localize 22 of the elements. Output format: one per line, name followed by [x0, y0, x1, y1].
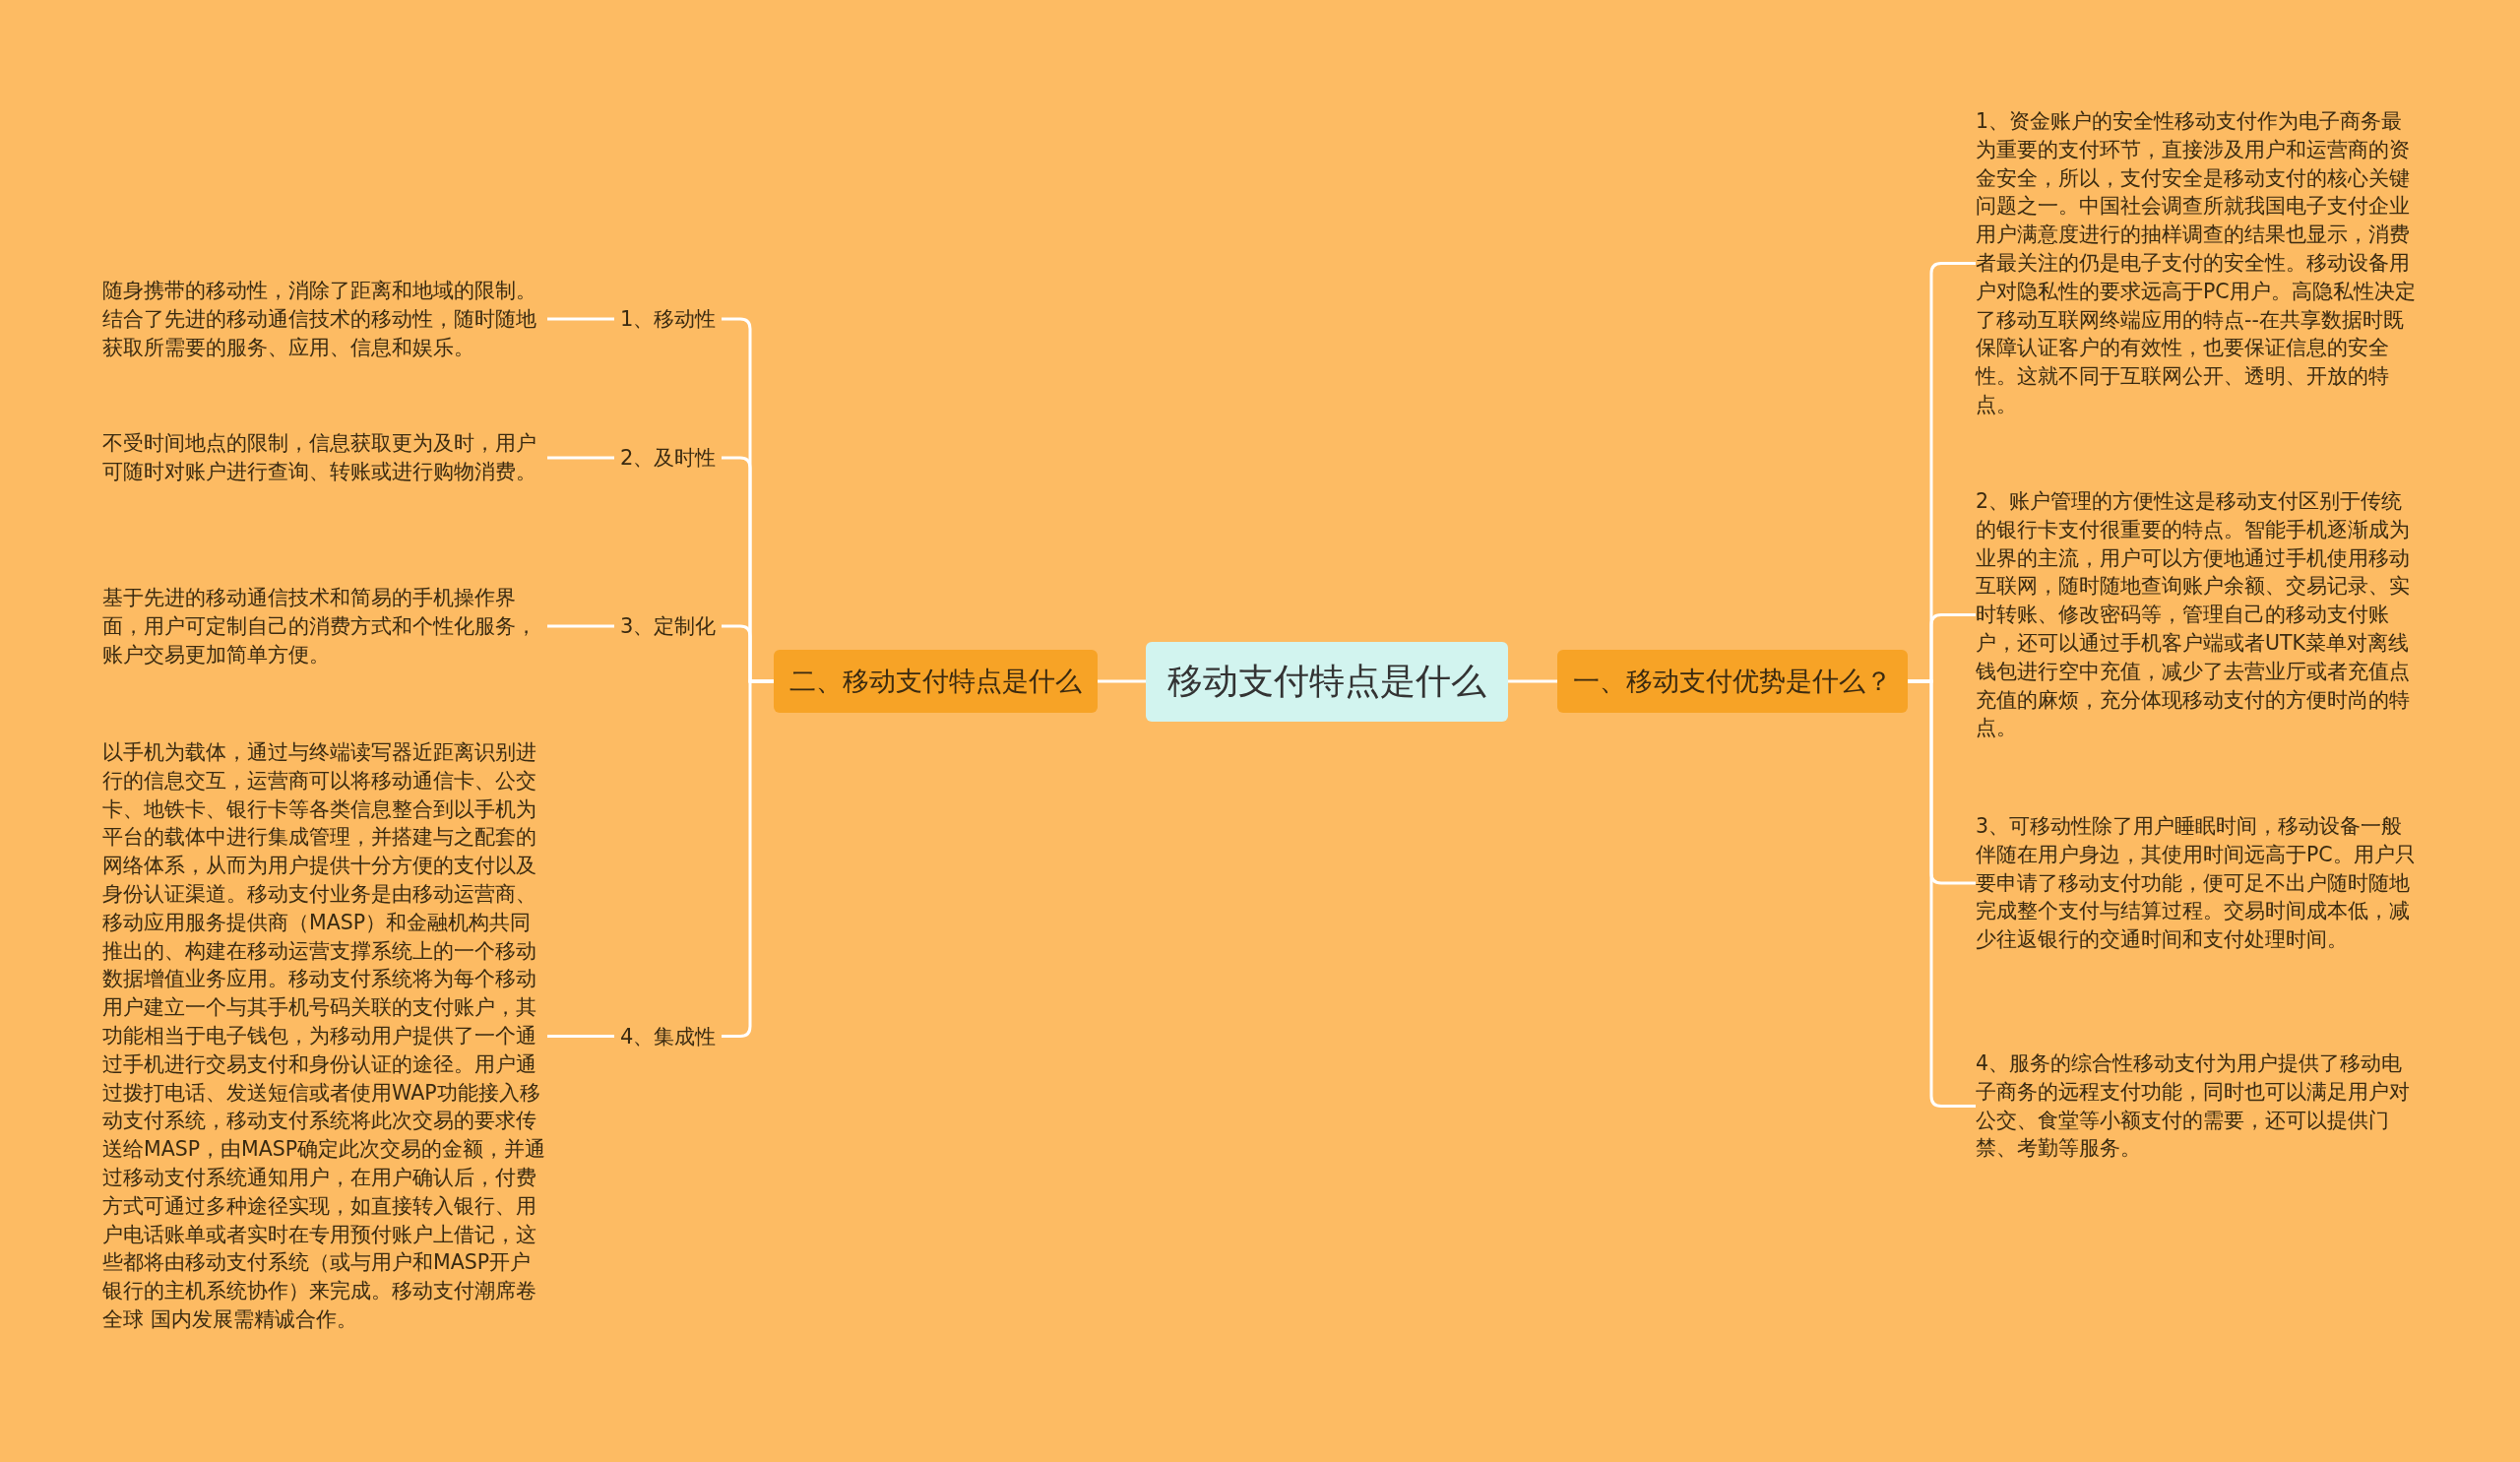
central-topic-box: 移动支付特点是什么 — [1146, 641, 1508, 722]
note-text: 基于先进的移动通信技术和简易的手机操作界面，用户可定制自己的消费方式和个性化服务，账户交易更加简单方便。 — [102, 584, 547, 669]
connector-line — [547, 317, 614, 321]
connector-line — [547, 624, 614, 628]
note-text: 2、账户管理的方便性这是移动支付区别于传统的银行卡支付很重要的特点。智能手机逐渐成为业界的主流，用户可以方便地通过手机使用移动互联网，随时随地查询账户余额、交易记录、实时转账、修改密码等，管理自己的移动支付账户，还可以通过手机客户端或者UTK菜单对离线钱包进行空中充值，减少了去营业厅或者充值点充值的麻烦，充分体现移动支付的方便时尚的特点。 — [1976, 487, 2421, 743]
note-text: 以手机为载体，通过与终端读写器近距离识别进行的信息交互，运营商可以将移动通信卡、公交卡、地铁卡、银行卡等各类信息整合到以手机为平台的载体中进行集成管理，并搭建与之配套的网络体系，从而为用户提供十分方便的支付以及身份认证渠道。移动支付业务是由移动运营商、移动应用服务提供商（MASP）和金融机构共同推出的、构建在移动运营支撑系统上的一个移动数据增值业务应用。移动支付系统将为每个移动用户建立一个与其手机号码关联的支付账户，其功能相当于电子钱包，为移动用户提供了一个通过手机进行交易支付和身份认证的途径。用户通过拨打电话、发送短信或者使用WAP功能接入移动支付系统，移动支付系统将此次交易的要求传送给MASP，由MASP确定此次交易的金额，并通过移动支付系统通知用户，在用户确认后，付费方式可通过多种途径实现，如直接转入银行、用户电话账单或者实时在专用预付账户上借记，这些都将由移动支付系统（或与用户和MASP开户银行的主机系统协作）来完成。移动支付潮席卷全球 国内发展需精诚合作。 — [102, 738, 547, 1334]
note-text: 不受时间地点的限制，信息获取更为及时，用户可随时对账户进行查询、转账或进行购物消费。 — [102, 429, 547, 486]
connector-line — [1508, 679, 1557, 683]
item-label: 3、定制化 — [614, 612, 723, 640]
connector-line — [1908, 679, 1976, 1108]
note-text: 3、可移动性除了用户睡眠时间，移动设备一般伴随在用户身边，其使用时间远高于PC。用户只要申请了移动支付功能，便可足不出户随时随地完成整个支付与结算过程。交易时间成本低，减少往返银行的交通时间和支付处理时间。 — [1976, 812, 2421, 954]
connector-line — [547, 1035, 614, 1038]
note-text: 4、服务的综合性移动支付为用户提供了移动电子商务的远程支付功能，同时也可以满足用户对公交、食堂等小额支付的需要，还可以提供门禁、考勤等服务。 — [1976, 1049, 2421, 1164]
note-text: 随身携带的移动性，消除了距离和地域的限制。结合了先进的移动通信技术的移动性，随时随地获取所需要的服务、应用、信息和娱乐。 — [102, 277, 547, 362]
item-label: 4、集成性 — [614, 1022, 723, 1050]
item-label: 1、移动性 — [614, 305, 723, 333]
connector-line — [547, 456, 614, 460]
item-label: 2、及时性 — [614, 444, 723, 472]
connector-line — [1098, 679, 1146, 683]
branch-box: 二、移动支付特点是什么 — [774, 650, 1098, 713]
note-text: 1、资金账户的安全性移动支付作为电子商务最为重要的支付环节，直接涉及用户和运营商的资金安全，所以，支付安全是移动支付的核心关键问题之一。中国社会调查所就我国电子支付企业用户满意度进行的抽样调查的结果也显示，消费者最关注的仍是电子支付的安全性。移动设备用户对隐私性的要求远高于PC用户。高隐私性决定了移动互联网终端应用的特点--在共享数据时既保障认证客户的有效性，也要保证信息的安全性。这就不同于互联网公开、透明、开放的特点。 — [1976, 107, 2421, 419]
branch-box: 一、移动支付优势是什么？ — [1557, 650, 1908, 713]
